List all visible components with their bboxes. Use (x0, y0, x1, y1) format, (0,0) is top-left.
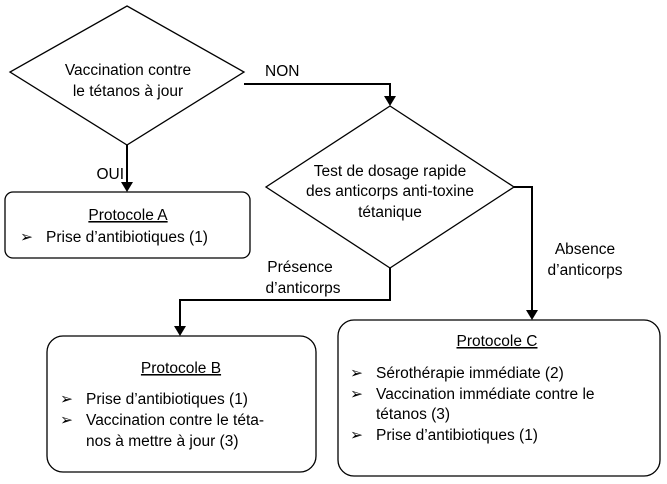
protocol-b-bullet-1-icon: ➢ (60, 391, 73, 408)
protocol-a-box: Protocole A ➢ Prise d’antibiotiques (1) (4, 191, 251, 259)
protocol-b-title: Protocole B (141, 360, 221, 377)
protocol-a-title: Protocole A (88, 207, 168, 224)
edge-no-label: NON (265, 63, 299, 80)
protocol-c-bullet-1-icon: ➢ (350, 365, 363, 382)
protocol-c-item-1: Sérothérapie immédiate (2) (376, 365, 564, 382)
protocol-b-bullet-2-icon: ➢ (60, 412, 73, 429)
edge-presence-label-2: d’anticorps (266, 280, 341, 297)
edge-absence-label-1: Absence (555, 241, 615, 258)
edge-absence: Absence d’anticorps (514, 186, 623, 320)
decision-vaccination-up-to-date: Vaccination contre le tétanos à jour (8, 5, 246, 146)
edge-presence-label-1: Présence (267, 259, 332, 276)
protocol-c-box: Protocole C ➢ Sérothérapie immédiate (2)… (337, 319, 661, 477)
protocol-b-item-2-line-1: Vaccination contre le téta- (86, 412, 264, 429)
decision-antibody-test: Test de dosage rapide des anticorps anti… (264, 105, 516, 269)
protocol-b-item-2-line-2: nos à mettre à jour (3) (86, 433, 238, 450)
edge-yes: OUI (96, 145, 133, 192)
protocol-b-item-1: Prise d’antibiotiques (1) (86, 391, 248, 408)
protocol-c-item-3: Prise d’antibiotiques (1) (376, 427, 538, 444)
protocol-b-box: Protocole B ➢ Prise d’antibiotiques (1) … (46, 335, 317, 473)
protocol-a-item-1: Prise d’antibiotiques (1) (46, 229, 208, 246)
protocol-c-item-2-line-1: Vaccination immédiate contre le (376, 386, 595, 403)
decision1-line-2: le tétanos à jour (73, 83, 183, 100)
protocol-c-title: Protocole C (457, 333, 538, 350)
edge-absence-label-2: d’anticorps (548, 262, 623, 279)
protocol-c-bullet-3-icon: ➢ (350, 427, 363, 444)
decision1-line-1: Vaccination contre (65, 62, 191, 79)
decision2-line-3: tétanique (358, 204, 422, 221)
edge-no: NON (244, 63, 396, 106)
protocol-c-bullet-2-icon: ➢ (350, 386, 363, 403)
protocol-c-item-2-line-2: tétanos (3) (376, 406, 450, 423)
protocol-a-bullet-icon: ➢ (20, 229, 33, 246)
edge-presence: Présence d’anticorps (174, 259, 391, 336)
edge-yes-label: OUI (96, 166, 124, 183)
decision2-line-1: Test de dosage rapide (314, 163, 467, 180)
decision2-line-2: des anticorps anti-toxine (306, 183, 474, 200)
